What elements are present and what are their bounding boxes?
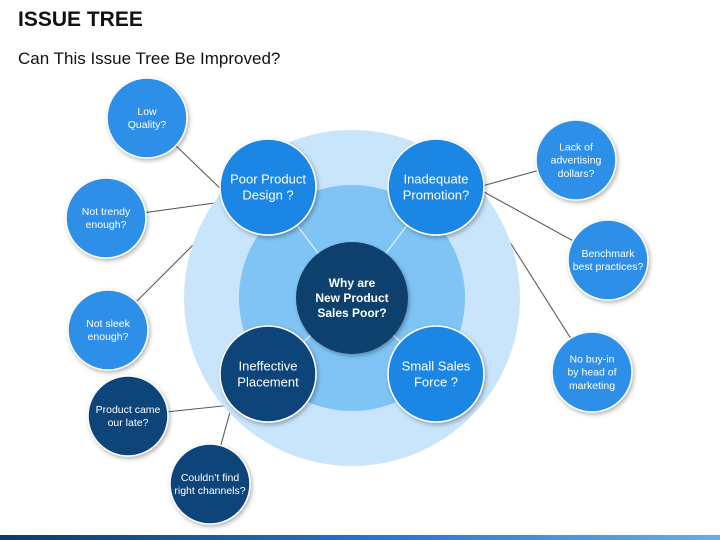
branch-node-small-sales-force — [387, 325, 485, 423]
leaf-node-no-buy-in — [551, 331, 633, 413]
leaf-node-label-line: Not trendy — [82, 206, 131, 218]
branch-node-label-line: Poor Product — [230, 171, 306, 186]
leaf-node-product-late — [87, 375, 169, 457]
leaf-node-not-trendy — [65, 177, 147, 259]
leaf-node-label-line: Low — [137, 106, 157, 118]
branch-node-label-line: Force ? — [414, 375, 458, 390]
leaf-node-label-line: right channels? — [174, 485, 245, 497]
branch-node-ineffective-placement — [219, 325, 317, 423]
leaf-node-lack-advertising — [535, 119, 617, 201]
page-subtitle: Can This Issue Tree Be Improved? — [18, 49, 281, 68]
leaf-node-right-channels — [169, 443, 251, 525]
center-node-label-line: Why are — [329, 276, 376, 290]
center-node-label-line: New Product — [315, 291, 388, 305]
leaf-node-label-line: marketing — [569, 380, 615, 392]
leaf-node-label-line: Benchmark — [581, 248, 635, 260]
branch-node-label-line: Design ? — [242, 188, 293, 203]
leaf-node-label-line: No buy-in — [570, 354, 615, 366]
leaf-node-label-line: Lack of — [559, 142, 593, 154]
leaf-node-benchmark — [567, 219, 649, 301]
branch-node-inadequate-promotion — [387, 138, 485, 236]
leaf-node-label-line: our late? — [108, 417, 149, 429]
leaf-node-label-line: dollars? — [558, 168, 595, 180]
branch-node-label-line: Promotion? — [403, 188, 469, 203]
footer-accent-bar — [0, 535, 720, 540]
leaf-node-label-line: by head of — [567, 367, 616, 379]
branch-node-label-line: Small Sales — [402, 358, 471, 373]
page-title: ISSUE TREE — [18, 8, 143, 31]
leaf-node-label-line: enough? — [88, 331, 129, 343]
leaf-node-label-line: Product came — [96, 404, 161, 416]
leaf-node-label-line: Couldn’t find — [181, 472, 240, 484]
leaf-node-low-quality — [106, 77, 188, 159]
center-node-label-line: Sales Poor? — [317, 306, 386, 320]
leaf-node-label-line: advertising — [551, 155, 602, 167]
branch-node-poor-product-design — [219, 138, 317, 236]
leaf-node-not-sleek — [67, 289, 149, 371]
branch-node-label-line: Ineffective — [238, 358, 297, 373]
leaf-node-label-line: enough? — [86, 219, 127, 231]
branch-node-label-line: Placement — [237, 375, 299, 390]
branch-node-label-line: Inadequate — [403, 171, 468, 186]
leaf-node-label-line: best practices? — [573, 261, 644, 273]
center-node — [296, 242, 408, 354]
leaf-node-label-line: Quality? — [128, 119, 167, 131]
leaf-node-label-line: Not sleek — [86, 318, 131, 330]
